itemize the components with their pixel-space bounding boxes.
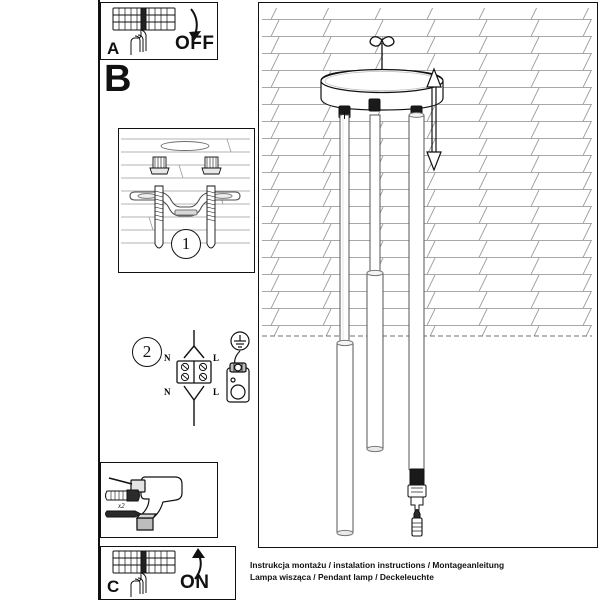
terminal-label-n-bottom: N (164, 387, 171, 397)
step-2-number: 2 (132, 337, 162, 367)
ceiling-bracket-screws-icon (121, 138, 250, 249)
caption-line-2: Lampa wisząca / Pendant lamp / Deckeleuc… (250, 571, 434, 582)
step-1-number: 1 (171, 229, 201, 259)
panel-main-illustration (258, 2, 598, 548)
step-b-letter: B (104, 58, 132, 100)
panel-tools: x2 (100, 462, 218, 538)
step-a-letter: A (107, 39, 120, 58)
height-adjust-double-arrow (426, 67, 442, 172)
panel-step-c (100, 546, 236, 600)
cordless-drill-icon: x2 (105, 476, 183, 531)
column-divider (98, 0, 100, 600)
fuse-box-hand-switch-on-icon (112, 548, 205, 597)
caption-line-1: Instrukcja montażu / instalation instruc… (250, 560, 505, 570)
terminal-label-l-top: L (213, 353, 220, 363)
anchor-quantity-text: x2 (117, 502, 125, 510)
terminal-block-wiring-icon: N L N L (164, 330, 260, 440)
step-c-letter: C (107, 577, 120, 596)
panel-step-1: 1 (118, 128, 255, 273)
fuse-box-hand-switch-off-icon (112, 7, 201, 55)
pendant-lamp-assembly-icon (262, 8, 592, 537)
panel-step-a (100, 2, 218, 60)
step-c-action-text: ON (180, 572, 210, 593)
step-a-action-text: OFF (175, 33, 215, 54)
terminal-label-n-top: N (164, 353, 171, 363)
step-2-number-wrap: 2 (132, 337, 162, 367)
terminal-label-l-bottom: L (213, 387, 220, 397)
caption-block: Instrukcja montażu / instalation instruc… (250, 560, 595, 583)
